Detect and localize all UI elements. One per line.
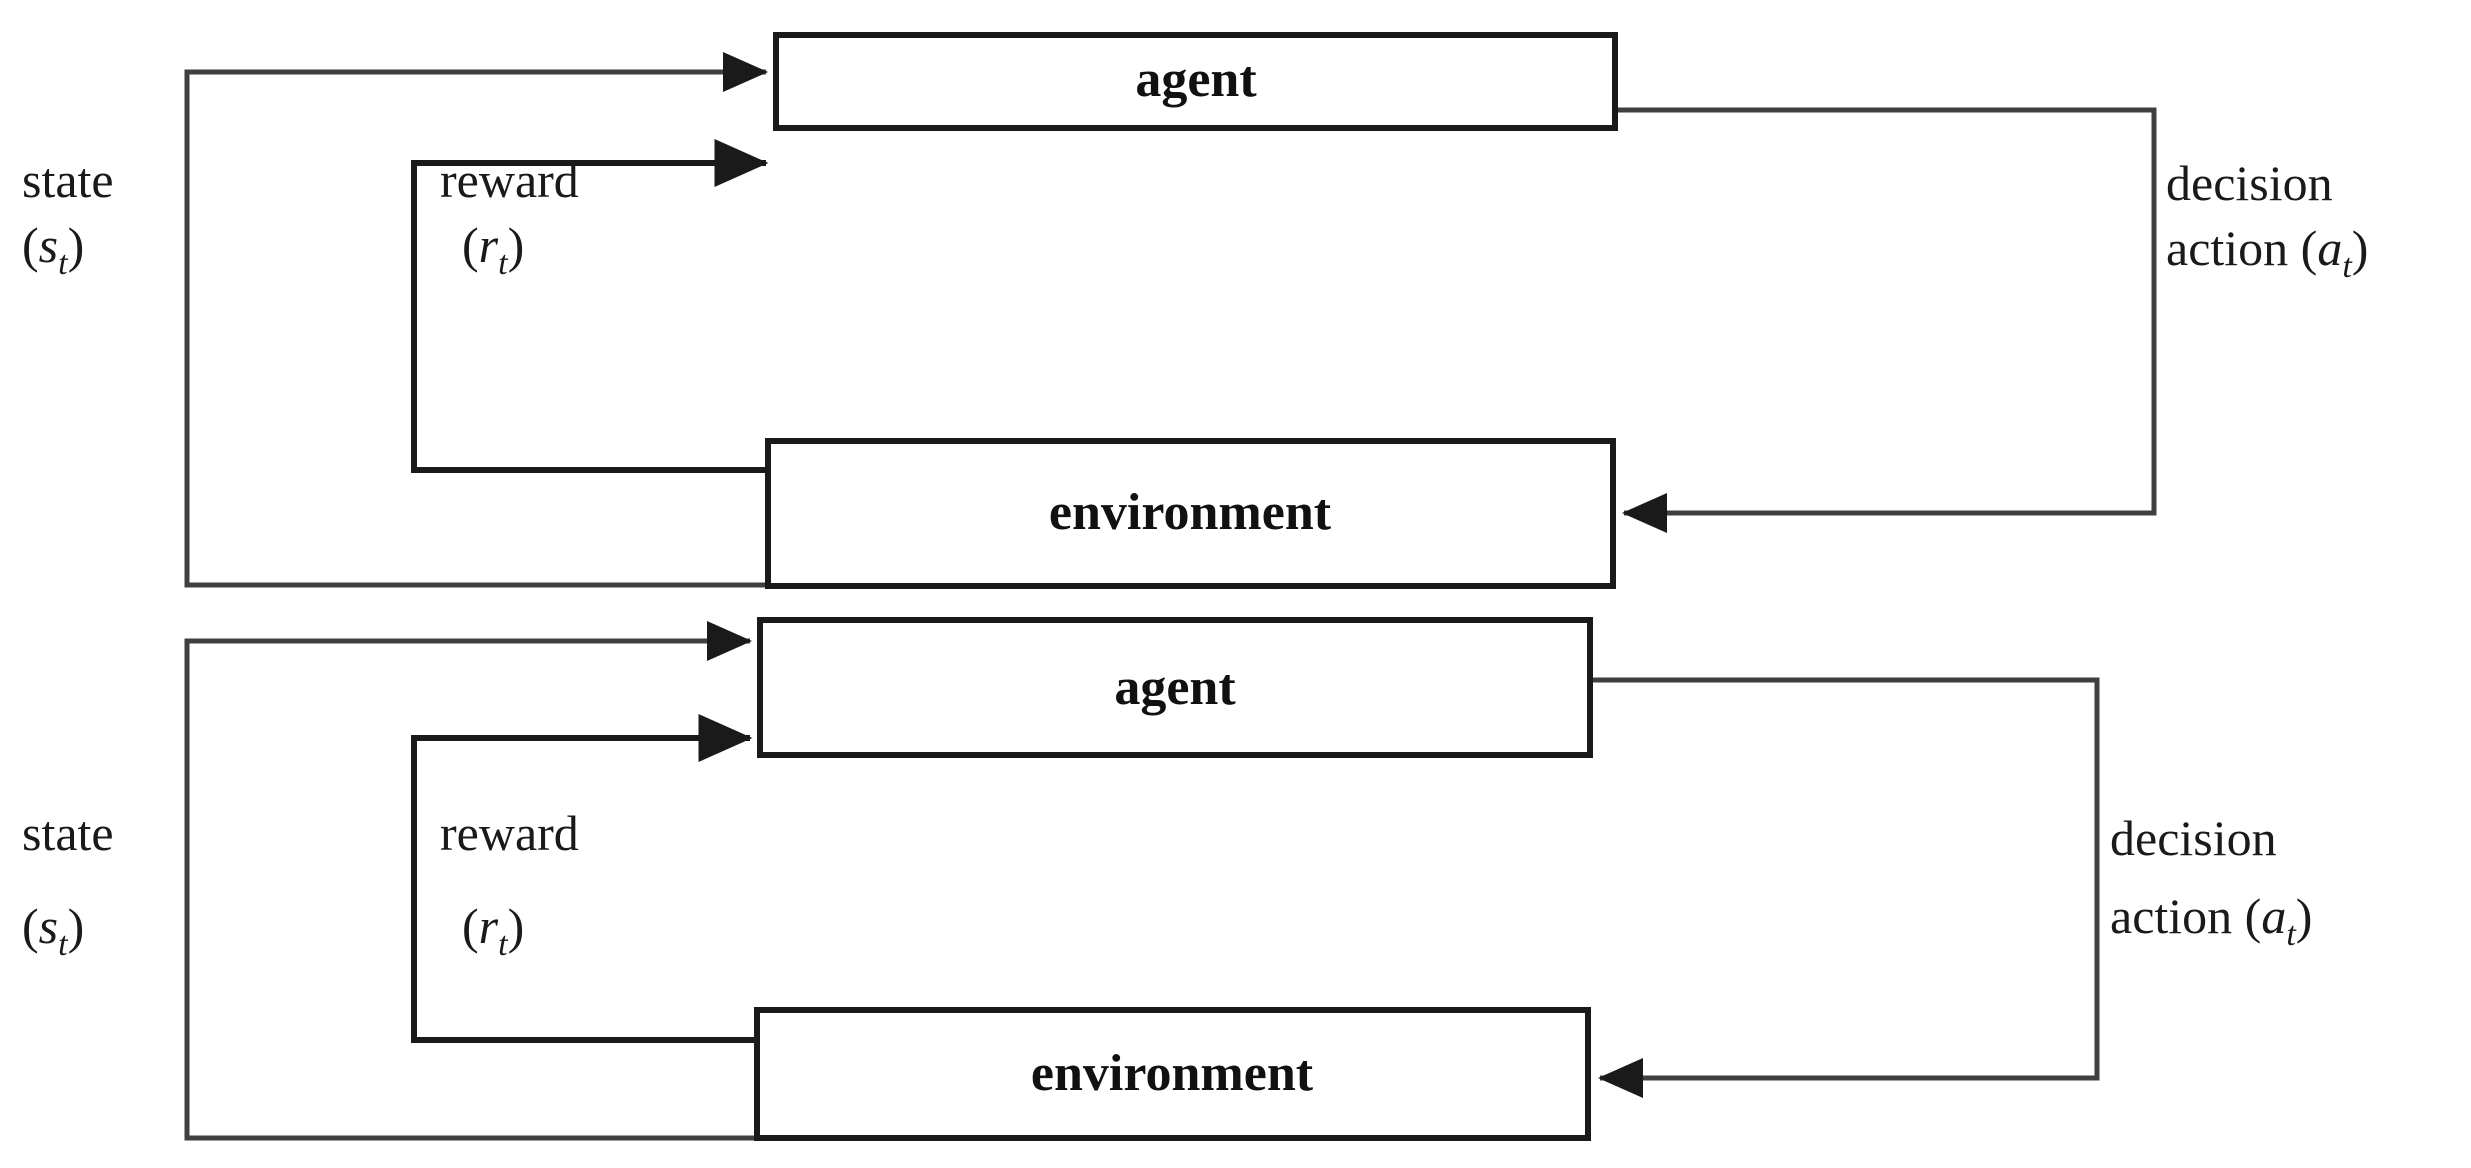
- edge-state-bottom: [184, 621, 760, 1141]
- edge-action-bottom-label-line1: decision: [2110, 810, 2277, 866]
- diagram-bottom: agent environment state (st) reward (rt)…: [22, 617, 2312, 1141]
- node-environment-bottom[interactable]: [754, 1007, 1591, 1141]
- edge-action-bottom: [1592, 677, 2100, 1098]
- edge-state-top-label-line1: state: [22, 152, 114, 208]
- node-agent-bottom-label: agent: [1114, 659, 1236, 716]
- edge-action-top-label-line1: decision: [2166, 155, 2333, 211]
- diagram-top: agent environment state (st) reward (rt)…: [22, 32, 2368, 589]
- node-agent-top-label: agent: [1135, 51, 1257, 108]
- node-agent-top[interactable]: [773, 32, 1618, 131]
- edge-reward-top-label-symbol: (rt): [462, 217, 524, 282]
- edge-reward-top: [411, 139, 770, 473]
- edge-state-bottom-label-line1: state: [22, 805, 114, 861]
- edge-reward-top-label-line1: reward: [440, 152, 579, 208]
- node-environment-bottom-label: environment: [1031, 1045, 1314, 1102]
- edge-reward-bottom: [411, 714, 757, 1043]
- node-environment-top-label: environment: [1049, 484, 1332, 541]
- edge-state-bottom-label-symbol: (st): [22, 898, 84, 963]
- node-agent-bottom[interactable]: [757, 617, 1593, 758]
- edge-reward-bottom-label-line1: reward: [440, 805, 579, 861]
- edge-action-top: [1617, 107, 2157, 533]
- edge-reward-bottom-label-symbol: (rt): [462, 898, 524, 963]
- edge-state-top: [184, 52, 777, 588]
- edge-state-top-label-symbol: (st): [22, 217, 84, 282]
- edge-action-bottom-label-line2: action (at): [2110, 888, 2312, 953]
- node-environment-top[interactable]: [765, 438, 1616, 589]
- edge-action-top-label-line2: action (at): [2166, 220, 2368, 285]
